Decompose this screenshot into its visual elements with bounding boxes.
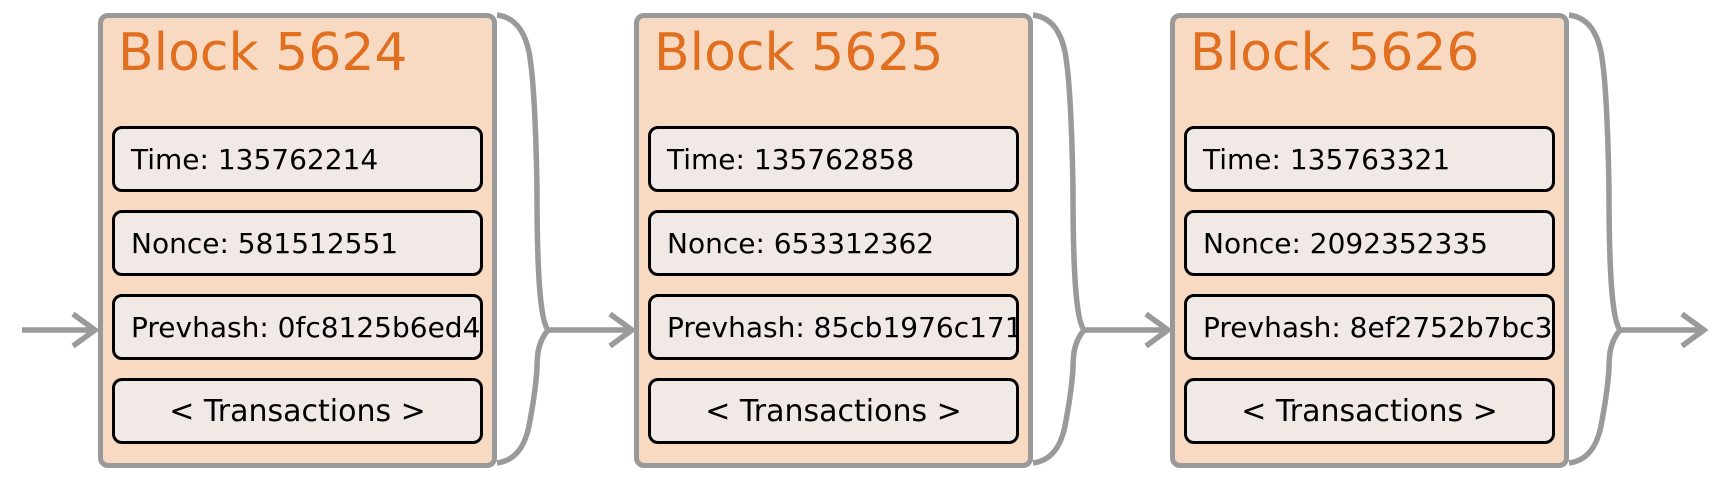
transactions-field: < Transactions >: [1184, 378, 1555, 444]
arrow-right-icon: [22, 311, 100, 349]
time-field: Time: 135763321: [1184, 126, 1555, 192]
block-title: Block 5626: [1190, 23, 1480, 83]
nonce-field: Nonce: 2092352335: [1184, 210, 1555, 276]
block-5626: Block 5626 Time: 135763321 Nonce: 209235…: [1170, 13, 1569, 468]
transactions-field: < Transactions >: [112, 378, 483, 444]
prevhash-field: Prevhash: 0fc8125b6ed4: [112, 294, 483, 360]
brace-arrow-icon: [1033, 15, 1168, 463]
nonce-field: Nonce: 653312362: [648, 210, 1019, 276]
block-title: Block 5624: [118, 23, 408, 83]
brace-arrow-icon: [497, 15, 632, 463]
block-5624: Block 5624 Time: 135762214 Nonce: 581512…: [98, 13, 497, 468]
prevhash-field: Prevhash: 8ef2752b7bc3: [1184, 294, 1555, 360]
nonce-field: Nonce: 581512551: [112, 210, 483, 276]
brace-arrow-icon: [1569, 15, 1704, 463]
time-field: Time: 135762214: [112, 126, 483, 192]
transactions-field: < Transactions >: [648, 378, 1019, 444]
time-field: Time: 135762858: [648, 126, 1019, 192]
block-title: Block 5625: [654, 23, 944, 83]
prevhash-field: Prevhash: 85cb1976c171: [648, 294, 1019, 360]
block-5625: Block 5625 Time: 135762858 Nonce: 653312…: [634, 13, 1033, 468]
